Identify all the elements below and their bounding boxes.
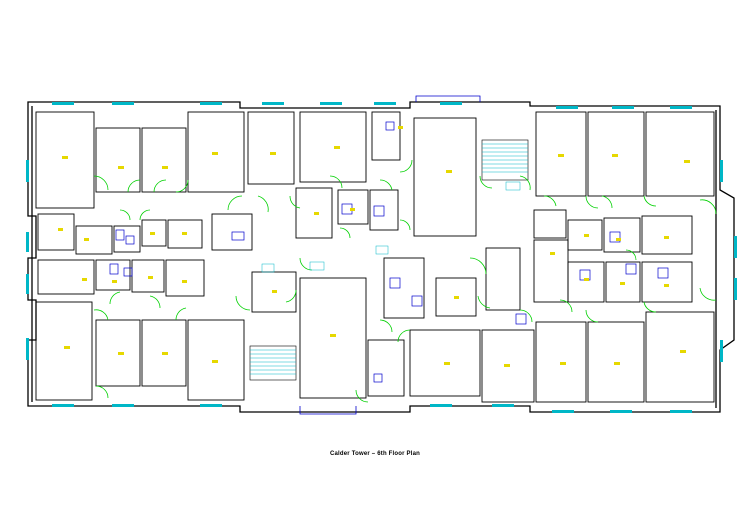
balcony-outlines: [299, 95, 481, 415]
corridor-marks: [261, 181, 521, 273]
window-marks: [26, 102, 737, 413]
area-tags: [58, 126, 690, 367]
outer-walls: [27, 101, 735, 413]
drawing-title: Calder Tower – 6th Floor Plan: [329, 451, 421, 457]
bathroom-fixtures: [109, 121, 669, 383]
door-swings: [93, 159, 717, 403]
stair-core: [249, 139, 529, 381]
interior-walls: [35, 111, 715, 403]
